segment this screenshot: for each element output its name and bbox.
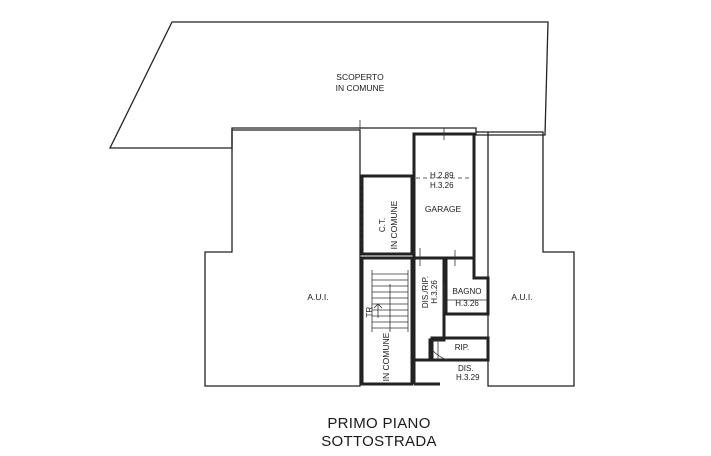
aui-left-outline	[204, 129, 361, 387]
title-line-1: PRIMO PIANO	[327, 415, 430, 432]
garage-height-1: H.2.89	[430, 171, 454, 180]
scoperto-label: SCOPERTO	[336, 72, 384, 82]
garage-height-2: H.3.26	[430, 181, 454, 190]
in-comune-lower-label: IN COMUNE	[381, 332, 391, 381]
stair-walls	[360, 256, 414, 386]
rip-walls	[430, 336, 490, 362]
scoperto-label-2: IN COMUNE	[336, 83, 385, 93]
bagno-walls	[444, 256, 490, 316]
rip-label: RIP.	[455, 343, 470, 352]
garage-label: GARAGE	[425, 204, 462, 214]
stair-treads	[371, 270, 409, 332]
ct-room-walls	[360, 174, 414, 256]
aui-left-label: A.U.I.	[307, 292, 328, 302]
dis-height: H.3.29	[456, 373, 480, 382]
aui-right-label: A.U.I.	[511, 292, 532, 302]
in-comune-upper-label: IN COMUNE	[389, 200, 399, 249]
title-line-2: SOTTOSTRADA	[321, 433, 437, 450]
aui-right-outline	[476, 131, 575, 387]
dis-label: DIS.	[458, 364, 474, 373]
door-swing	[431, 349, 449, 361]
scoperto-area-outline	[108, 21, 549, 149]
ct-label: C.T.	[378, 218, 387, 232]
dis-rip-height: H.3.26	[430, 280, 439, 304]
dis-rip-label: DIS./RIP.	[421, 276, 430, 308]
bagno-height: H.3.26	[455, 299, 479, 308]
stair-mark: TR	[365, 306, 374, 317]
garage-walls	[412, 132, 476, 260]
bagno-label: BAGNO	[453, 287, 482, 296]
